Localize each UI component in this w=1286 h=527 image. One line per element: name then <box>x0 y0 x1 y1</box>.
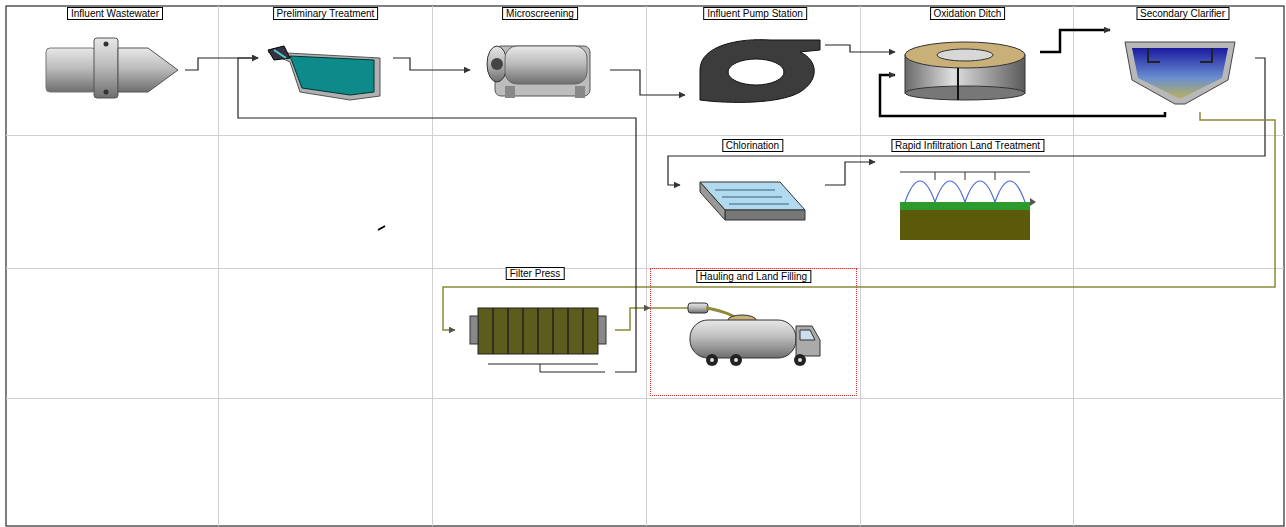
unit-label: Oxidation Ditch <box>930 7 1006 20</box>
process-unit: Secondary Clarifier <box>1110 7 1255 112</box>
pipe-icon <box>46 38 178 98</box>
flow-connector <box>1040 30 1110 52</box>
microscreen-icon <box>487 46 590 98</box>
unit-label: Preliminary Treatment <box>273 7 379 20</box>
unit-label: Microscreening <box>502 7 578 20</box>
process-unit: Oxidation Ditch <box>895 7 1040 102</box>
screen-tank-icon <box>268 46 380 100</box>
flow-connector <box>610 70 685 95</box>
pump-icon <box>700 40 820 103</box>
ditch-icon <box>905 42 1025 100</box>
unit-label: Filter Press <box>506 267 565 280</box>
flow-connector <box>825 45 895 52</box>
flow-connector <box>185 58 258 70</box>
process-unit: Microscreening <box>470 7 610 102</box>
flow-connector <box>668 58 1265 185</box>
flow-connector <box>825 162 875 185</box>
unit-label: Rapid Infiltration Land Treatment <box>891 139 1044 152</box>
unit-label: Chlorination <box>722 139 783 152</box>
filter-press-icon <box>470 308 606 372</box>
flow-connector <box>443 112 1275 330</box>
clarifier-icon <box>1125 42 1235 104</box>
unit-label: Influent Wastewater <box>67 7 163 20</box>
chlorine-tank-icon <box>700 182 805 220</box>
unit-label: Secondary Clarifier <box>1136 7 1229 20</box>
flow-connector <box>238 58 636 372</box>
process-unit: Filter Press <box>455 267 615 382</box>
truck-icon <box>650 303 820 366</box>
flow-connector <box>615 308 650 330</box>
process-unit: Rapid Infiltration Land Treatment <box>875 139 1060 244</box>
infiltration-icon <box>900 172 1036 240</box>
process-unit: Influent Wastewater <box>45 7 185 95</box>
process-unit: Influent Pump Station <box>685 7 825 102</box>
flow-connector <box>880 75 1165 116</box>
unit-label: Influent Pump Station <box>703 7 807 20</box>
process-unit: Chlorination <box>680 139 825 224</box>
unit-label: Hauling and Land Filling <box>696 270 811 283</box>
flow-connector <box>393 58 470 70</box>
process-unit: Preliminary Treatment <box>258 7 393 102</box>
selected-unit: Hauling and Land Filling <box>650 268 857 396</box>
